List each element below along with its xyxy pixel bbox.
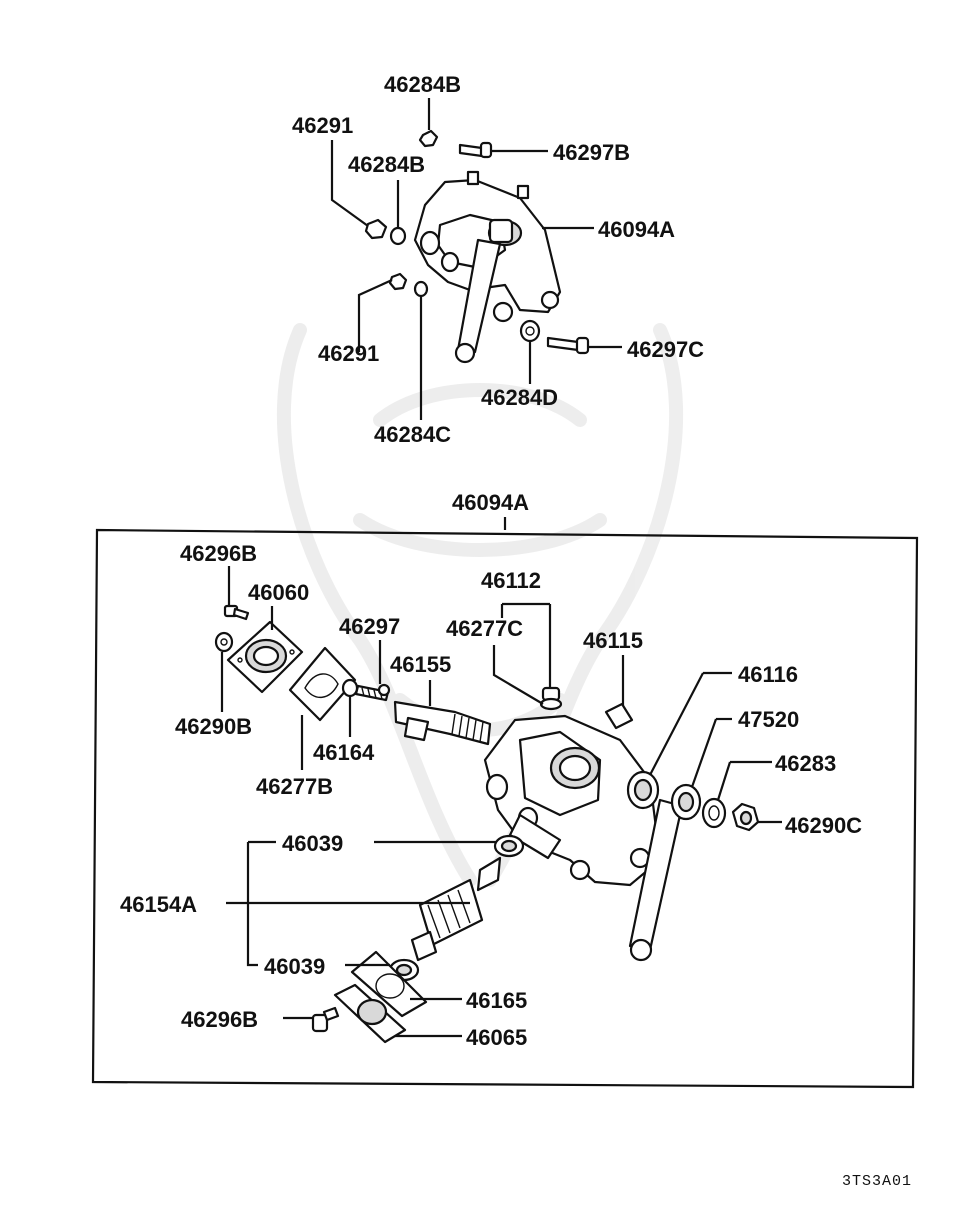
label-46115: 46115 [583,628,643,653]
screw-46296B-lower [311,1006,340,1033]
worm-shaft-46154A [410,856,502,962]
diagram-code: 3TS3A01 [842,1173,912,1190]
bottom-leader-lines [220,566,782,1038]
label-46154A: 46154A [120,892,197,917]
bearing-46039-upper [493,834,525,858]
label-46297C: 46297C [627,337,704,362]
gear-housing-main [483,714,662,887]
label-46094A-box: 46094A [452,490,529,515]
label-46284C: 46284C [374,422,451,447]
exploded-assembly: 46296B 46060 46290B 46297 46155 46164 46… [120,541,862,1050]
top-assembly: 46284B 46291 46284B 46297B 46094A 46291 … [292,72,704,447]
label-46165: 46165 [466,988,527,1013]
screw-46296B-upper [223,604,250,621]
nut-46291-b [388,272,408,291]
bearing-46116 [626,770,660,810]
cover-46060 [226,620,304,694]
gasket-46165 [350,950,428,1018]
nut-46164 [341,678,359,698]
top-leader-lines [330,98,622,420]
bolt-46297 [354,683,391,702]
assembly-frame [91,528,919,1089]
label-46284D: 46284D [481,385,558,410]
label-46291-lower: 46291 [318,341,379,366]
cover-46065 [333,983,407,1044]
label-46283: 46283 [775,751,836,776]
washer-46290B [214,631,234,653]
lockwasher-46283 [701,797,727,829]
label-46291-top: 46291 [292,113,353,138]
label-46060: 46060 [248,580,309,605]
label-47520: 47520 [738,707,799,732]
label-46039-lower: 46039 [264,954,325,979]
label-46284B-top: 46284B [384,72,461,97]
gasket-46277B [288,646,357,722]
label-46039-upper: 46039 [282,831,343,856]
label-46094A-top: 46094A [598,217,675,242]
label-46290B: 46290B [175,714,252,739]
washer-47520 [670,783,702,821]
label-46297B: 46297B [553,140,630,165]
sector-shaft-46155 [393,700,492,746]
label-46116: 46116 [738,662,798,687]
label-46155: 46155 [390,652,451,677]
label-46277C: 46277C [446,616,523,641]
bolt-46297B [458,141,493,159]
washer-46284D [519,319,541,343]
seal-46115 [604,702,634,730]
nut-46290C [731,802,760,832]
plug-46112 [539,686,563,711]
label-46112: 46112 [481,568,541,593]
washer-46284B [389,226,407,246]
washer-46284C [413,280,429,298]
label-46277B: 46277B [256,774,333,799]
nut-46284B-top [418,129,439,148]
label-46290C: 46290C [785,813,862,838]
label-46296B-upper: 46296B [180,541,257,566]
gear-housing-top [413,170,562,364]
label-46296B-lower: 46296B [181,1007,258,1032]
nut-46291-a [364,218,388,240]
label-46284B-mid: 46284B [348,152,425,177]
label-46297: 46297 [339,614,400,639]
label-46065: 46065 [466,1025,527,1050]
label-46164: 46164 [313,740,375,765]
bolt-46297C [546,336,590,355]
